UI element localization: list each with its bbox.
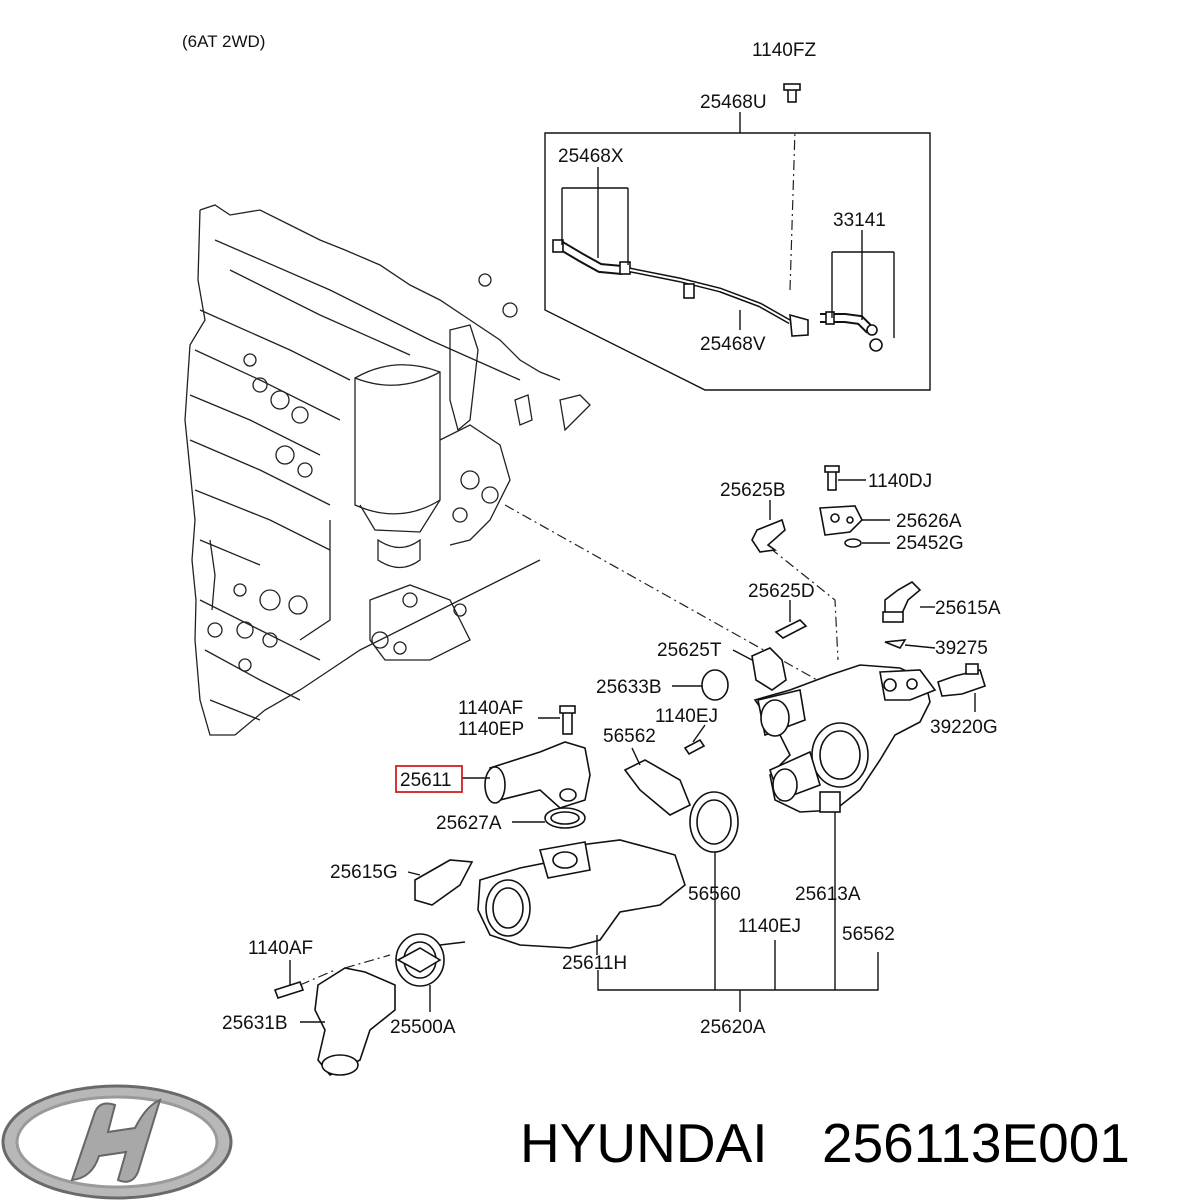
label-25615G: 25615G — [330, 862, 398, 883]
label-25500A: 25500A — [390, 1017, 456, 1038]
label-25611: 25611 — [400, 770, 451, 791]
label-25468V: 25468V — [700, 334, 766, 355]
label-1140FZ: 1140FZ — [752, 40, 816, 61]
part-labels: 1140FZ 25468U 25468X 33141 25468V 25625B… — [222, 40, 1001, 1038]
label-25631B: 25631B — [222, 1013, 288, 1034]
assembly-bracket-25620A — [597, 880, 879, 1012]
label-25615A: 25615A — [935, 598, 1001, 619]
label-56562-bot: 56562 — [842, 924, 895, 945]
label-25626A: 25626A — [896, 511, 962, 532]
mid-parts — [273, 705, 739, 1077]
part-number: 256113E001 — [822, 1112, 1130, 1174]
oring-25633B — [701, 669, 729, 701]
engine-block — [184, 204, 591, 736]
label-25633B: 25633B — [596, 677, 662, 698]
label-1140AF-bot: 1140AF — [248, 938, 313, 959]
label-1140EP: 1140EP — [458, 719, 524, 740]
housing-25613A — [753, 664, 937, 880]
variant-label: (6AT 2WD) — [182, 32, 265, 51]
label-25468X: 25468X — [558, 146, 624, 167]
label-39220G: 39220G — [930, 717, 998, 738]
label-33141: 33141 — [833, 210, 886, 231]
brand-name: HYUNDAI — [520, 1112, 768, 1174]
label-25625D: 25625D — [748, 581, 815, 602]
label-1140EJ-top: 1140EJ — [655, 706, 718, 727]
label-25625B: 25625B — [720, 480, 786, 501]
dash-sensor-to-housing — [769, 547, 839, 661]
label-1140DJ: 1140DJ — [868, 471, 932, 492]
hose-assembly-box — [544, 83, 931, 391]
label-39275: 39275 — [935, 638, 988, 659]
highlight-box-25611 — [395, 765, 463, 793]
label-56562-top: 56562 — [603, 726, 656, 747]
label-25625T: 25625T — [657, 640, 722, 661]
label-56560: 56560 — [688, 884, 741, 905]
hyundai-logo-icon — [1, 1084, 233, 1200]
oring-25625T — [751, 647, 787, 691]
label-1140EJ-bot: 1140EJ — [738, 916, 801, 937]
label-25613A: 25613A — [795, 884, 861, 905]
label-25627A: 25627A — [436, 813, 502, 834]
label-1140AF-top: 1140AF — [458, 698, 523, 719]
label-25452G: 25452G — [896, 533, 964, 554]
label-25468U: 25468U — [700, 92, 767, 113]
label-25611H: 25611H — [562, 953, 627, 974]
sensor-parts — [751, 465, 986, 712]
dash-bolt-top — [789, 129, 796, 291]
label-25620A: 25620A — [700, 1017, 766, 1038]
